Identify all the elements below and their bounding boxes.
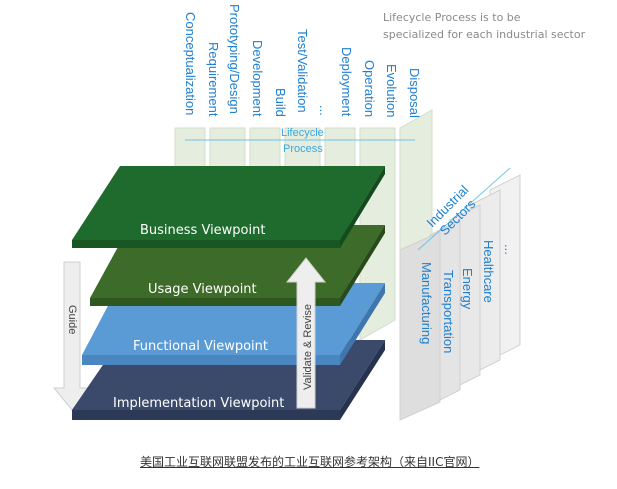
phase-label: Deployment (339, 47, 354, 117)
validate-revise-arrow: Validate & Revise (285, 257, 327, 409)
validate-revise-label: Validate & Revise (302, 304, 314, 390)
sector-transportation: Transportation (441, 270, 456, 353)
phase-label: Conceptualization (183, 12, 198, 115)
lifecycle-label: Process (283, 143, 323, 155)
lifecycle-label: Lifecycle (281, 127, 324, 139)
lifecycle-note: specialized for each industrial sector (383, 28, 586, 41)
caption-text: 美国工业互联网联盟发布的工业互联网参考架构（来自IIC官网） (140, 455, 480, 469)
phase-label: Prototyping/Design (227, 4, 242, 114)
business-viewpoint-layer: Business Viewpoint (72, 166, 385, 248)
phase-label: ... (317, 105, 332, 116)
implementation-viewpoint-label: Implementation Viewpoint (113, 396, 284, 411)
guide-label: Guide (66, 305, 78, 334)
sector-panels (399, 174, 521, 421)
phase-label: Disposal (407, 68, 422, 118)
phase-label: Test/Validation (295, 29, 310, 113)
lifecycle-phases: Conceptualization Requirement Prototypin… (183, 4, 422, 118)
functional-viewpoint-label: Functional Viewpoint (133, 339, 268, 354)
sector-healthcare: Healthcare (481, 240, 496, 303)
guide-arrow: Guide (52, 261, 92, 411)
sectors-line (417, 167, 511, 251)
sector-energy: Energy (460, 268, 475, 310)
phase-label: Build (273, 88, 288, 117)
sector-manufacturing: Manufacturing (419, 262, 434, 344)
sector-more: ... (502, 244, 517, 255)
phase-label: Requirement (206, 42, 221, 117)
phase-label: Evolution (384, 64, 399, 117)
lifecycle-note: Lifecycle Process is to be (383, 11, 521, 24)
phase-label: Operation (362, 60, 377, 117)
figure-caption: 美国工业互联网联盟发布的工业互联网参考架构（来自IIC官网） (140, 453, 479, 470)
business-viewpoint-label: Business Viewpoint (140, 223, 265, 238)
phase-label: Development (250, 40, 265, 117)
usage-viewpoint-label: Usage Viewpoint (148, 282, 257, 297)
